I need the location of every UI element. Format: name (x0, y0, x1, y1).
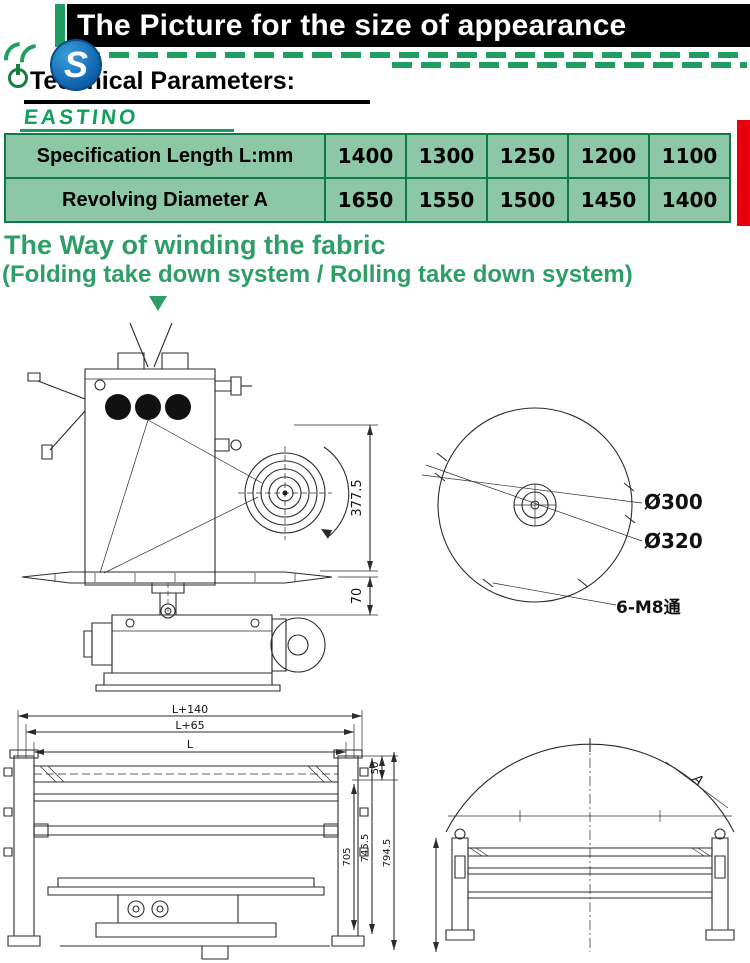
thread-path (100, 420, 262, 573)
brand-logo: S (50, 39, 102, 91)
flange-circle (438, 408, 632, 602)
front-view-drawing: L+140 L+65 L 50 (0, 703, 430, 963)
dim-label-50: 50 (370, 762, 381, 775)
table-row: Revolving Diameter A 1650 1550 1500 1450… (4, 177, 731, 223)
dimension-70: 70 (280, 577, 378, 615)
header-accent-bar (55, 4, 65, 47)
thread-guides (118, 323, 188, 369)
dim-705: 705 (342, 784, 357, 930)
dim-label-705: 705 (342, 847, 353, 866)
row-label: Specification Length L:mm (4, 133, 326, 179)
brand-wordmark: EASTINO (22, 106, 140, 129)
height-dimension (433, 838, 439, 952)
roller-frame (446, 829, 734, 940)
frame-structure (4, 750, 368, 959)
platter-disc (22, 572, 332, 615)
down-arrow-icon (149, 296, 167, 311)
dim-label-dia320: Ø320 (644, 529, 703, 553)
rolling-view-drawing: A (433, 700, 750, 952)
winding-heading-line2: (Folding take down system / Rolling take… (2, 261, 633, 288)
green-dash-divider (392, 62, 747, 68)
dim-label-l65: L+65 (175, 719, 204, 732)
table-cell: 1300 (405, 133, 488, 179)
brand-underline (20, 129, 234, 132)
roll-arc (446, 738, 734, 952)
table-cell: 1250 (486, 133, 569, 179)
dimension-377-5: 377.5 (294, 425, 378, 571)
bolt-hole-ticks (435, 453, 635, 587)
dim-a: A (666, 762, 728, 808)
spec-table: Specification Length L:mm 1400 1300 1250… (4, 133, 731, 223)
dim-label-l140: L+140 (172, 703, 208, 716)
table-cell: 1500 (486, 177, 569, 223)
dim-label-794-5: 794.5 (382, 839, 393, 868)
dim-l140: L+140 (18, 703, 362, 758)
table-cell: 1400 (324, 133, 407, 179)
dim-745-5: 745.5 (360, 758, 375, 934)
dim-label-dia300: Ø300 (644, 490, 703, 514)
dim-label-6m8: 6-M8通 (616, 598, 681, 618)
page-title: The Picture for the size of appearance (77, 8, 627, 42)
green-dash-divider (80, 52, 747, 58)
dim-label-377-5: 377.5 (350, 479, 365, 516)
leader-lines (422, 465, 642, 605)
dim-50: 50 (352, 756, 398, 780)
dim-label-70: 70 (350, 588, 365, 605)
header: The Picture for the size of appearance (67, 4, 750, 47)
table-cell: 1550 (405, 177, 488, 223)
heading-underline (24, 100, 370, 104)
plate-view-drawing: Ø300 Ø320 6-M8通 (410, 315, 703, 618)
dim-label-a: A (689, 771, 706, 789)
dim-794-5: 794.5 (382, 752, 397, 950)
levers (28, 373, 85, 459)
base-gearbox (84, 604, 325, 691)
row-label: Revolving Diameter A (4, 177, 326, 223)
table-cell: 1400 (648, 177, 731, 223)
machine-body (85, 369, 252, 585)
winding-heading-line1: The Way of winding the fabric (4, 230, 386, 260)
table-cell: 1200 (567, 133, 650, 179)
side-view-drawing: 377.5 70 (0, 315, 410, 705)
power-icon (8, 64, 28, 88)
fabric-roll-spiral (238, 446, 349, 540)
red-edge-bar (737, 120, 750, 226)
brand-logo-letter: S (63, 44, 88, 85)
table-cell: 1450 (567, 177, 650, 223)
dim-l: L (34, 738, 346, 758)
dim-l65: L+65 (26, 719, 354, 758)
table-row: Specification Length L:mm 1400 1300 1250… (4, 133, 731, 179)
dim-label-l: L (187, 738, 194, 751)
table-cell: 1650 (324, 177, 407, 223)
table-cell: 1100 (648, 133, 731, 179)
